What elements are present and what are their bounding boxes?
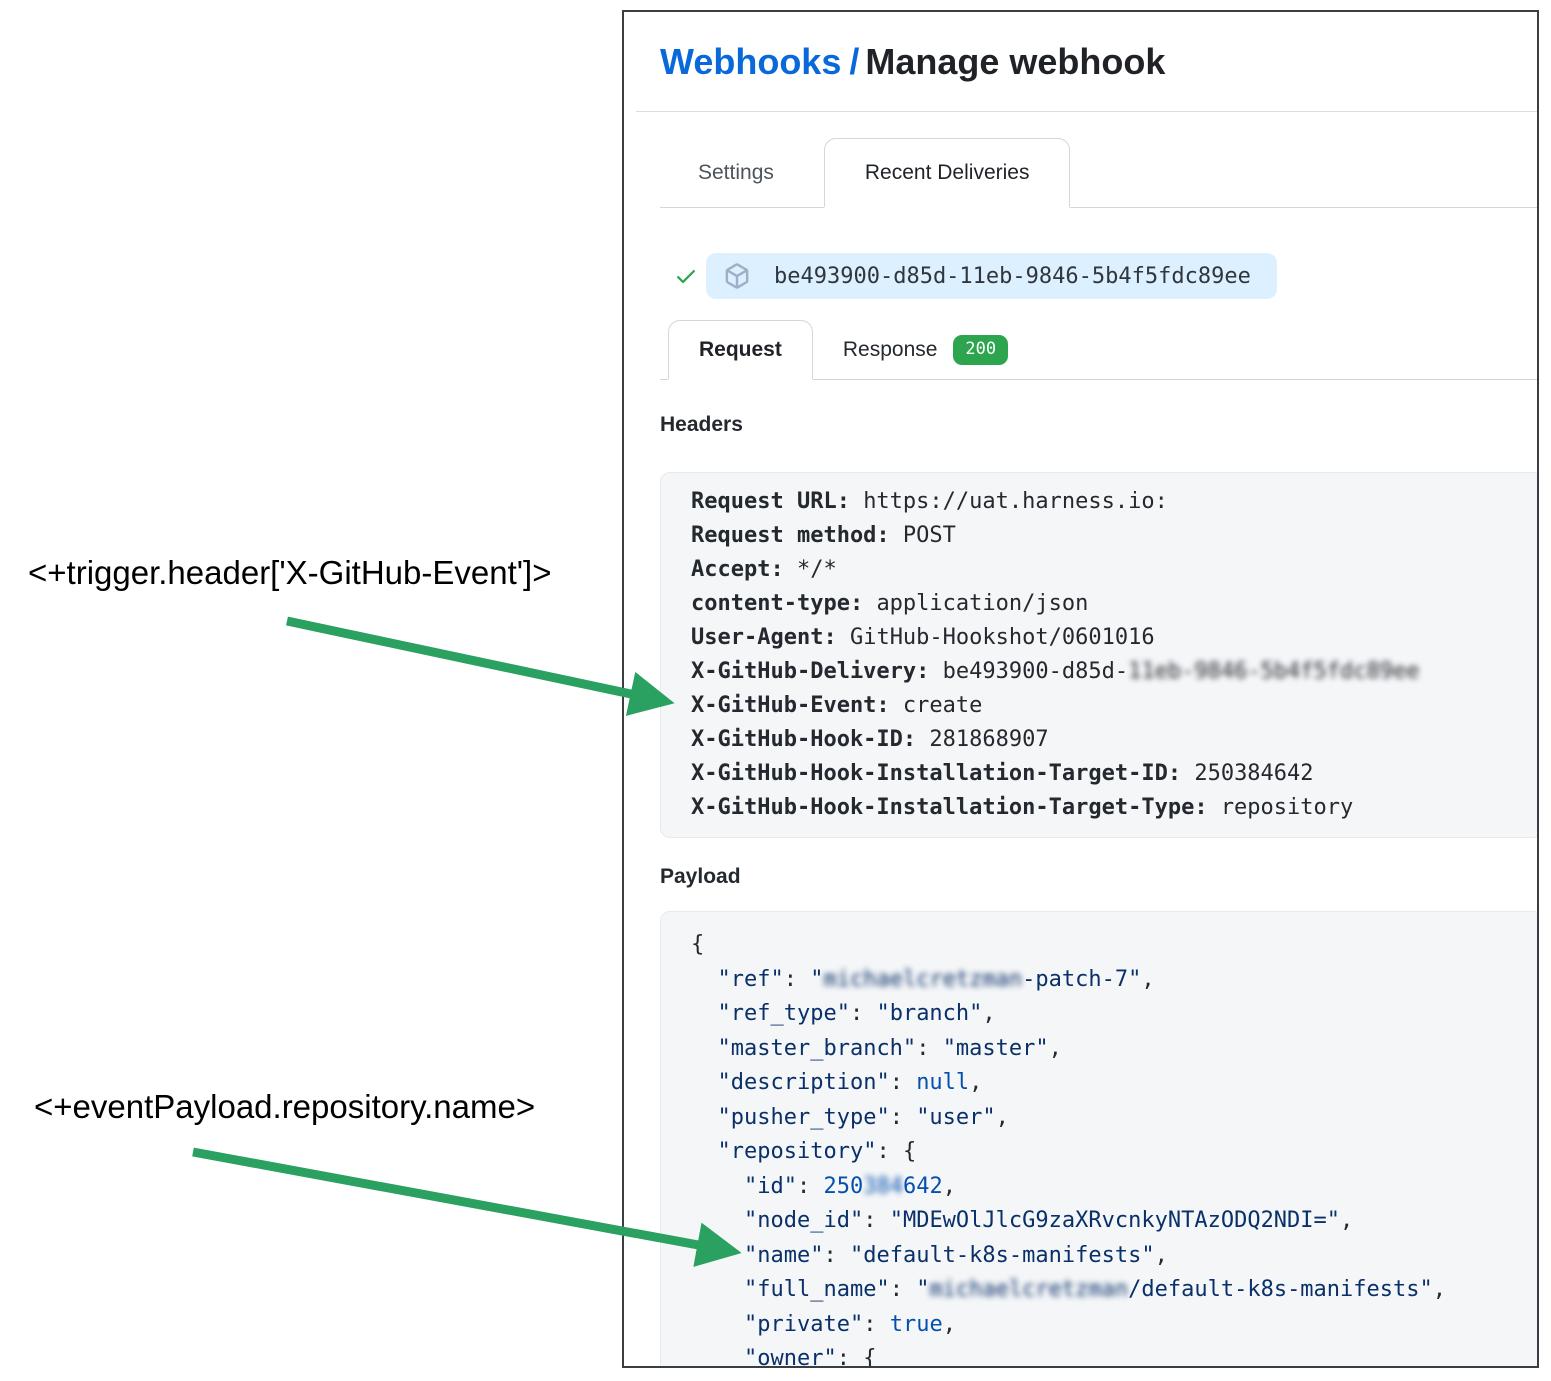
payload-line: "pusher_type": "user", [717, 1104, 1009, 1130]
delivery-row: be493900-d85d-11eb-9846-5b4f5fdc89ee [660, 253, 1537, 299]
redacted-text: 384 [863, 1173, 903, 1199]
package-icon [725, 263, 749, 289]
response-status-badge: 200 [953, 334, 1009, 365]
title-divider [636, 111, 1537, 112]
redacted-text: michaelcretzman [823, 966, 1023, 992]
request-payload-box: { "ref": "michaelcretzman-patch-7", "ref… [660, 911, 1537, 1368]
page-title: Webhooks/Manage webhook [660, 40, 1537, 84]
webhook-tabs: Settings Recent Deliveries [660, 138, 1537, 208]
payload-line: "node_id": "MDEwOlJlcG9zaXRvcnkyNTAzODQ2… [743, 1208, 1354, 1233]
redacted-text: 11eb-9846-5b4f5fdc89ee [1128, 659, 1420, 684]
annotation-event-payload-expression: <+eventPayload.repository.name> [34, 1088, 536, 1125]
payload-line: "name": "default-k8s-manifests", [743, 1242, 1168, 1268]
arrow-to-x-github-event [286, 616, 675, 716]
headers-heading: Headers [660, 413, 743, 436]
request-response-tabs: Request Response 200 [660, 320, 1537, 380]
payload-line: "repository": { [717, 1139, 917, 1164]
request-header-line: Accept: */* [691, 557, 837, 582]
request-header-line: User-Agent: GitHub-Hookshot/0601016 [691, 625, 1155, 650]
redacted-text: michaelcretzman [929, 1277, 1129, 1302]
payload-line: "description": null, [717, 1070, 983, 1095]
request-header-line: X-GitHub-Hook-Installation-Target-ID: 25… [691, 761, 1314, 786]
annotation-trigger-header-expression: <+trigger.header['X-GitHub-Event']> [28, 554, 552, 591]
webhooks-breadcrumb-link[interactable]: Webhooks [660, 41, 842, 82]
request-header-line: X-GitHub-Delivery: be493900-d85d-11eb-98… [691, 659, 1420, 684]
request-header-line: Request method: POST [691, 523, 956, 548]
delivery-item[interactable]: be493900-d85d-11eb-9846-5b4f5fdc89ee [706, 253, 1277, 299]
tab-response-label: Response [842, 337, 938, 361]
request-header-line: X-GitHub-Event: create [691, 693, 983, 718]
request-header-line: X-GitHub-Hook-Installation-Target-Type: … [691, 795, 1354, 820]
payload-line: "ref_type": "branch", [717, 1001, 996, 1026]
payload-line: "ref": "michaelcretzman-patch-7", [717, 966, 1155, 992]
payload-heading: Payload [660, 865, 741, 888]
page-title-current: Manage webhook [865, 41, 1166, 82]
payload-line: { [691, 932, 705, 957]
delivery-success-check-icon [677, 270, 695, 284]
request-header-line: Request URL: https://uat.harness.io: [691, 489, 1168, 514]
request-header-line: X-GitHub-Hook-ID: 281868907 [691, 727, 1049, 752]
tab-request[interactable]: Request [668, 320, 813, 380]
tab-response[interactable]: Response 200 [813, 320, 1038, 379]
payload-line: "owner": { [743, 1346, 877, 1368]
request-header-line: content-type: application/json [691, 591, 1089, 616]
webhook-panel: Webhooks/Manage webhook Settings Recent … [622, 10, 1539, 1368]
payload-line: "full_name": "michaelcretzman/default-k8… [743, 1277, 1447, 1302]
delivery-guid: be493900-d85d-11eb-9846-5b4f5fdc89ee [774, 263, 1251, 289]
breadcrumb-separator: / [849, 41, 860, 82]
payload-line: "private": true, [743, 1311, 956, 1337]
tab-recent-deliveries[interactable]: Recent Deliveries [823, 138, 1071, 208]
payload-line: "id": 250384642, [743, 1173, 956, 1199]
request-headers-box: Request URL: https://uat.harness.io: Requ… [660, 472, 1537, 838]
tab-settings[interactable]: Settings [698, 160, 774, 184]
payload-line: "master_branch": "master", [717, 1035, 1062, 1061]
